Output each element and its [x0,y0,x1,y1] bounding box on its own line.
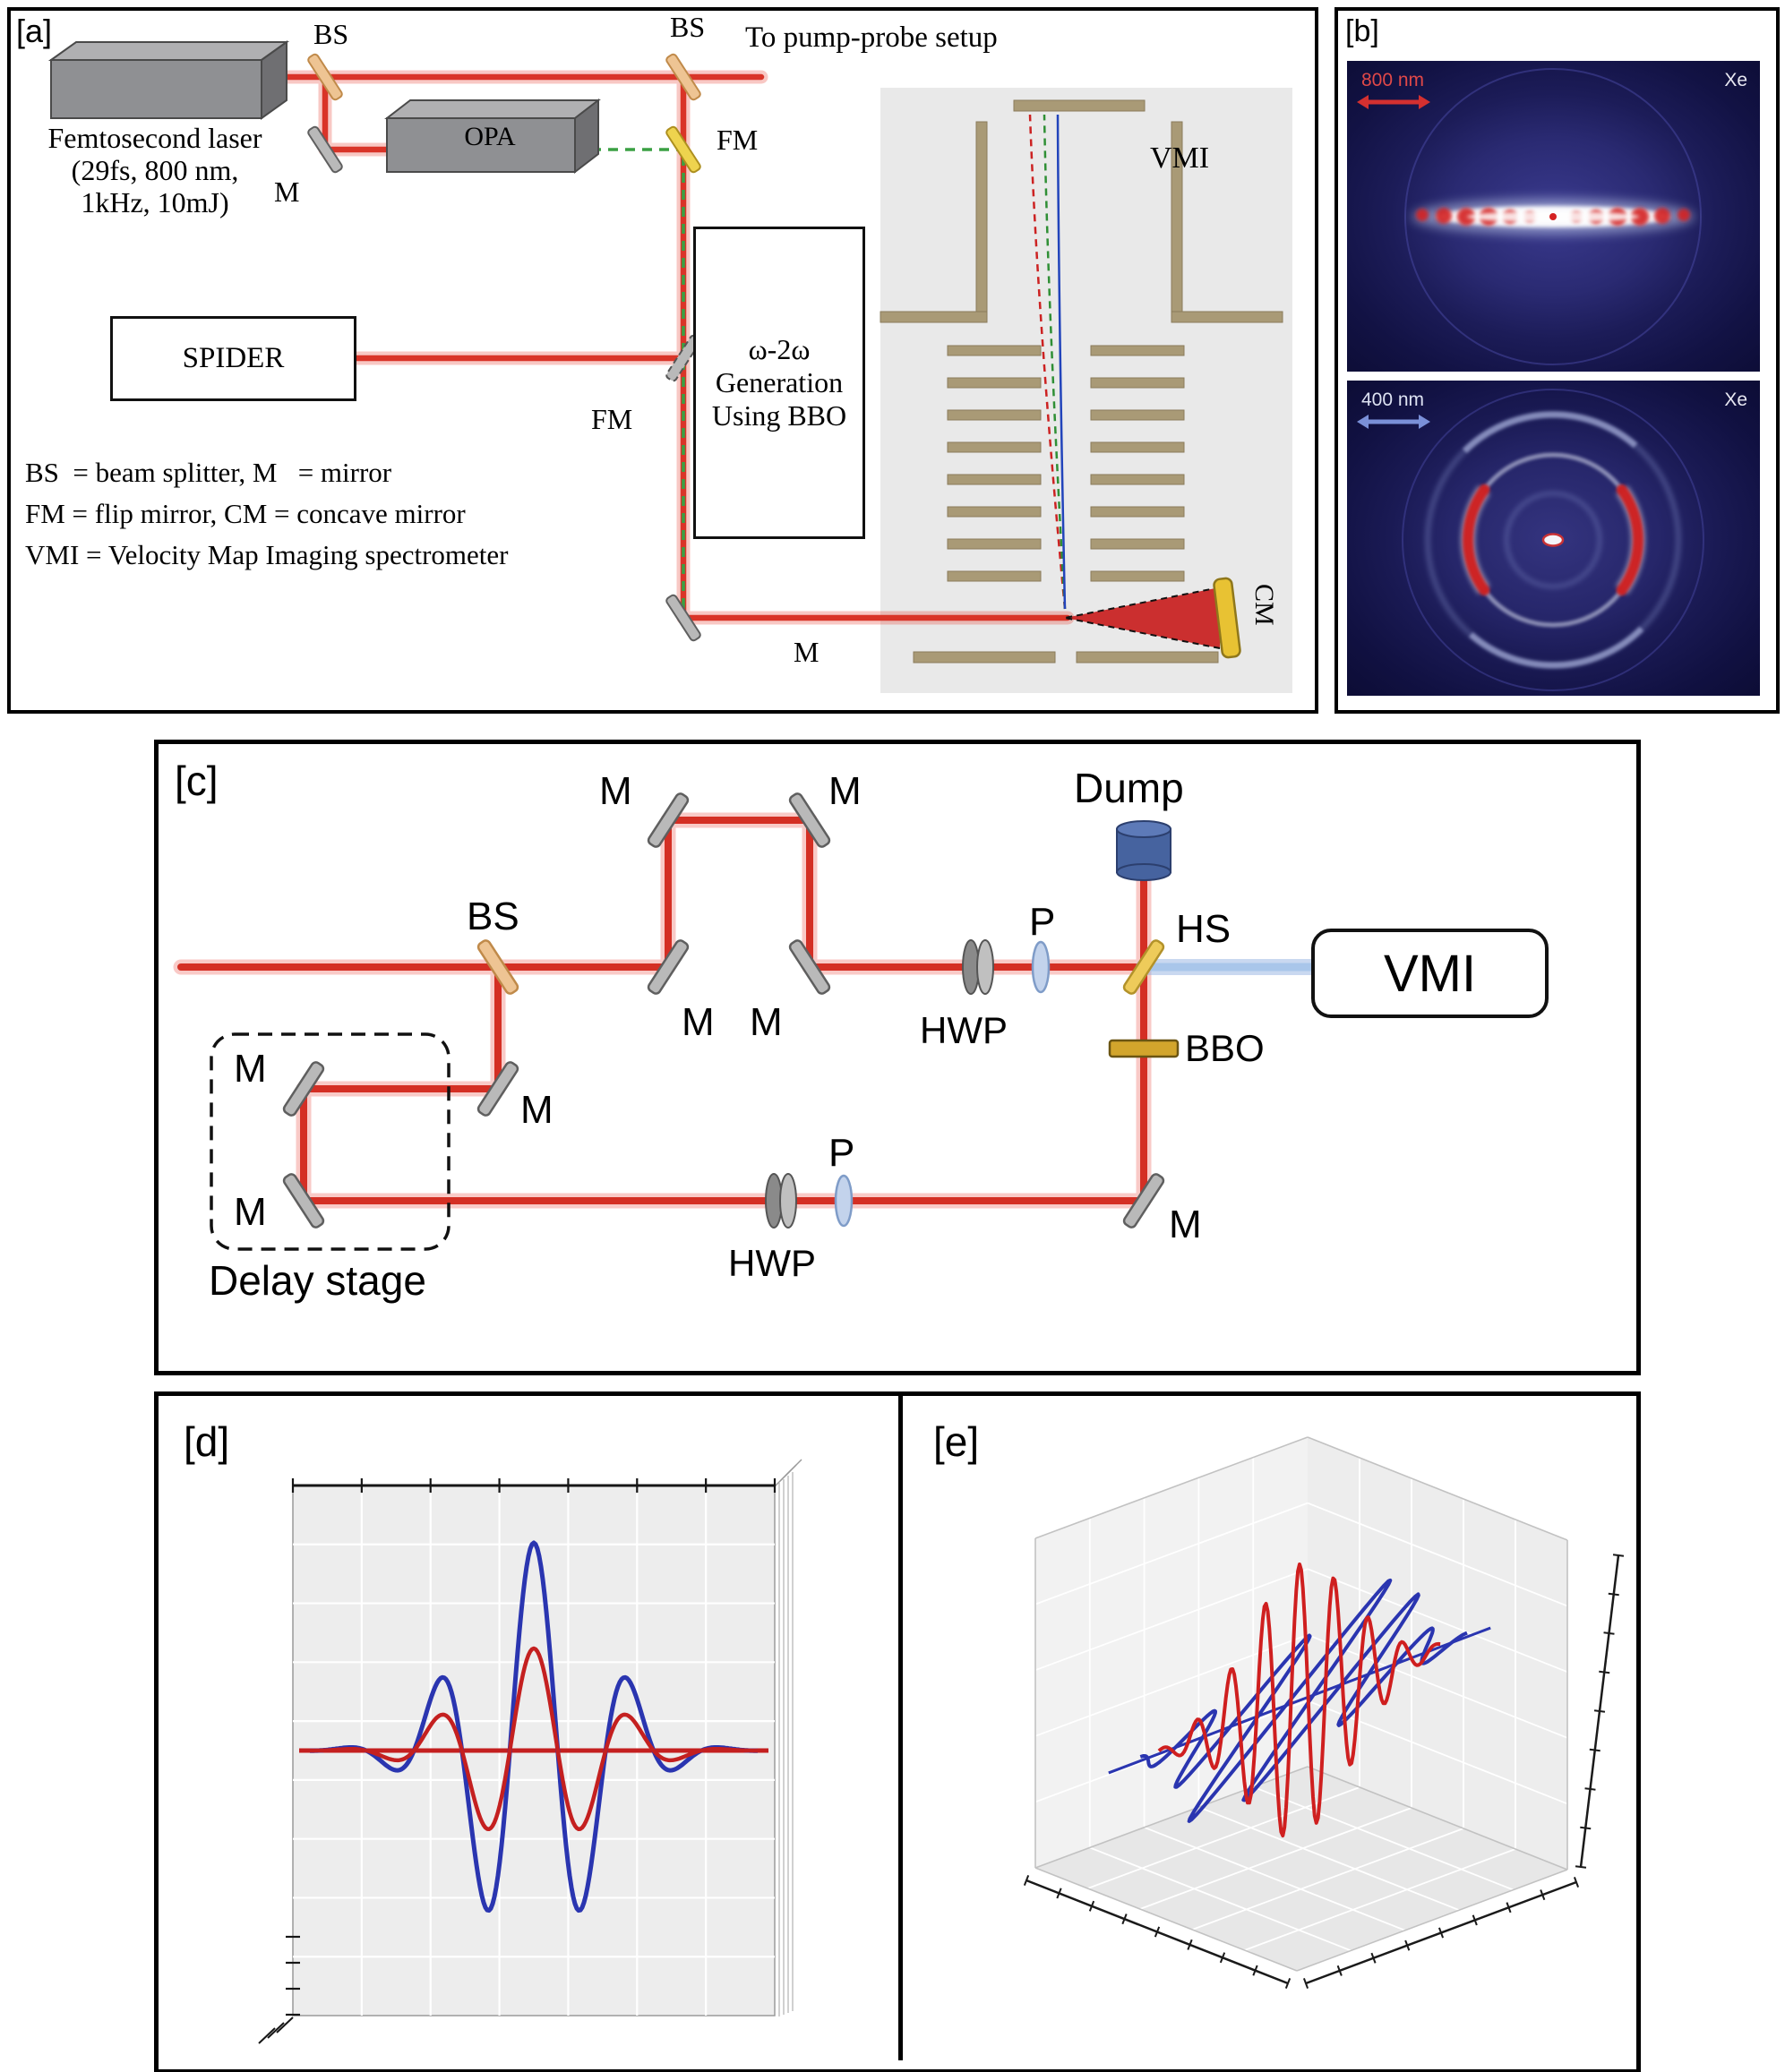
mirror-label-tr: M [828,769,862,813]
bs2-label: BS [670,11,706,43]
legend-line3: VMI = Velocity Map Imaging spectrometer [25,539,509,570]
vmi-box: VMI [1311,929,1549,1018]
polarization-arrow-red [1357,95,1430,109]
p-label-top: P [1029,900,1056,944]
opa-box [384,98,601,175]
vmi-image-800nm-graphic [1347,61,1760,372]
vmi-detector-plate [1013,99,1146,112]
m1-label: M [274,176,300,208]
pulse-3d-view-graphic [1023,1436,1625,1989]
pulse-front-view-graphic [258,1459,802,2044]
mirror-label-ll: M [682,1000,715,1044]
fm1-label: FM [717,124,759,156]
bs-label: BS [467,895,519,938]
laser-label-line2: (29fs, 800 nm, [71,154,239,186]
polarizer-bottom [834,1174,854,1228]
opa-green-beam [591,148,685,611]
beam-dump [1116,820,1171,881]
ion-trajectories [1028,114,1067,610]
opa-label: OPA [464,122,516,151]
bs1-label: BS [313,18,349,50]
polarizer-top [1031,940,1051,994]
focused-beam-cone [1065,587,1220,648]
vmi-label: VMI [1150,141,1210,175]
panel-d-tag: [d] [184,1418,230,1465]
panel-c-diagram [173,791,1322,1251]
panel-a-diagram [47,40,1292,693]
trajectory-green [1043,114,1067,610]
shg-bbo-box: ω-2ω Generation Using BBO [693,227,865,539]
mirror-label-lr: M [750,1000,783,1044]
red-crescents [1463,450,1643,630]
panel-e-plot [1023,1436,1625,1989]
panel-de-container: [d] [e] [154,1391,1641,2072]
bbo-crystal [1108,1039,1180,1058]
hwp-label-top: HWP [920,1009,1008,1051]
panel-d-plot [258,1459,802,2044]
to-pump-probe-label: To pump-probe setup [745,21,998,54]
femtosecond-laser-box [47,40,290,120]
cm-label: CM [1249,584,1279,626]
delay-stage-box [210,1032,451,1251]
wavelength-label-400: 400 nm [1361,390,1425,410]
gas-label-bottom: Xe [1724,390,1747,410]
panel-e-tag: [e] [933,1418,980,1465]
vmi-electrodes [880,99,1283,664]
shg-box-line3: Using BBO [711,399,847,432]
panel-b-tag: [b] [1345,14,1379,48]
panel-c-pump-probe-setup: [c] BS M M M M M M M M HWP P HWP P HS Du… [154,740,1641,1375]
dump-label: Dump [1074,765,1184,811]
mirror-label-bottom-right: M [1169,1203,1202,1246]
gas-label-top: Xe [1724,70,1747,90]
shg-box-line2: Generation [715,366,844,398]
legend-line2: FM = flip mirror, CM = concave mirror [25,498,466,529]
half-wave-plate-bottom [765,1173,797,1229]
wavelength-label-800: 800 nm [1361,70,1425,90]
mirror-label-delay-top: M [234,1047,267,1091]
shg-box-line1: ω-2ω [748,333,811,365]
cone-outline [1064,586,1221,649]
half-wave-plate-top [962,939,994,995]
fm2-label: FM [591,403,633,435]
trajectory-blue [1056,114,1067,610]
hwp-label-bottom: HWP [728,1242,816,1284]
spider-label: SPIDER [182,342,285,374]
mirror-label-delay-bottom: M [234,1190,267,1234]
photoelectron-streak [1412,199,1695,235]
panel-d-front-view: [d] [159,1396,903,2060]
bbo-label: BBO [1185,1027,1265,1069]
spider-box: SPIDER [110,316,356,401]
vmi-image-400nm: 400 nm Xe [1347,381,1760,696]
delay-stage-label: Delay stage [209,1257,426,1304]
vmi-box-label: VMI [1383,944,1477,1003]
laser-label-line3: 1kHz, 10mJ) [81,186,229,218]
panel-c-tag: [c] [175,758,219,804]
trajectory-red [1028,114,1067,610]
vmi-image-400nm-graphic [1347,381,1760,696]
legend-line1: BS = beam splitter, M = mirror [25,457,392,488]
m-bottom-label: M [794,636,820,668]
hs-label: HS [1176,907,1231,951]
mirror-label-bs-down: M [520,1088,554,1132]
concave-mirror-cm [1213,577,1241,659]
vmi-image-800nm: 800 nm Xe [1347,61,1760,372]
laser-beams [247,70,1075,625]
polarization-arrow-blue [1357,415,1430,429]
mirror-label-tl: M [599,769,632,813]
panel-e-3d-view: [e] [903,1396,1632,2060]
photoelectron-rings [1424,411,1682,669]
laser-label-line1: Femtosecond laser [47,122,262,154]
panel-b-vmi-images: [b] [1334,7,1780,714]
panel-a-optical-setup: [a] Femtosecond laser (29fs, 800 nm, 1kH… [7,7,1318,714]
p-label-bottom: P [828,1131,855,1175]
panel-a-tag: [a] [16,13,53,49]
